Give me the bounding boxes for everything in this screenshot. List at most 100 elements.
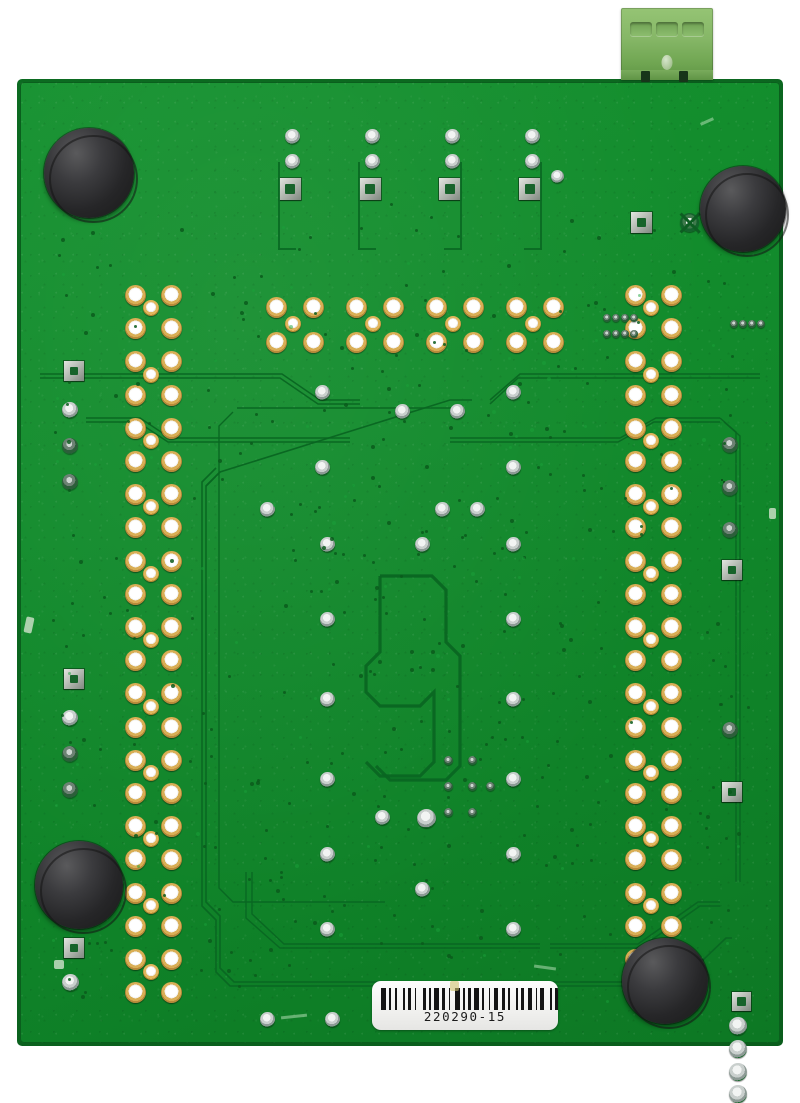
trace [460, 162, 462, 250]
test-point [530, 428, 534, 432]
through-hole-pad [161, 384, 182, 406]
test-point [145, 464, 148, 467]
test-point [318, 506, 321, 509]
test-point [133, 637, 136, 640]
trace [278, 162, 280, 250]
test-point [299, 503, 302, 506]
test-point [324, 333, 327, 336]
test-point [603, 308, 606, 311]
photo-scene: 220290-15 [0, 0, 800, 1069]
through-hole-pad [661, 849, 682, 871]
test-point [425, 530, 428, 533]
test-point [314, 510, 317, 513]
through-hole-pad [661, 318, 682, 340]
through-hole-pad [266, 297, 287, 318]
through-hole-pad [625, 849, 646, 871]
test-point [522, 557, 525, 560]
test-point [395, 354, 398, 357]
test-point [410, 668, 414, 672]
test-point [69, 741, 72, 744]
test-point [542, 361, 546, 365]
test-point [706, 846, 709, 849]
test-point [189, 760, 192, 763]
test-point [545, 864, 548, 867]
test-point [723, 442, 726, 445]
via [415, 537, 430, 552]
through-hole-pad [625, 583, 646, 605]
test-point [282, 898, 285, 901]
test-point [630, 721, 633, 724]
test-point [378, 660, 382, 664]
test-point [385, 612, 388, 615]
test-point [314, 312, 317, 315]
test-point [252, 289, 255, 292]
test-point [369, 670, 372, 673]
test-point [729, 414, 732, 417]
via [435, 502, 450, 517]
micro-via [612, 314, 620, 322]
test-point [250, 442, 253, 445]
test-point [413, 863, 416, 866]
through-hole-pad [161, 583, 182, 605]
test-point [374, 859, 377, 862]
through-hole-pad [426, 297, 447, 318]
through-hole-pad [661, 882, 682, 904]
through-hole-pad [661, 484, 682, 506]
test-point [508, 357, 511, 360]
through-hole-pad [661, 716, 682, 738]
test-point [96, 266, 99, 269]
test-point [589, 823, 592, 826]
test-point [94, 463, 97, 466]
test-point [154, 820, 158, 824]
via [470, 502, 485, 517]
through-hole-pad [543, 332, 564, 353]
test-point [508, 858, 512, 862]
through-hole-pad-small [143, 433, 159, 449]
solder-filled-via [729, 1085, 747, 1103]
test-point [79, 560, 83, 564]
via [506, 772, 521, 787]
through-hole-pad [161, 417, 182, 439]
test-point [332, 521, 336, 525]
test-point [96, 942, 99, 945]
test-point [163, 894, 166, 897]
through-hole-pad-small [643, 366, 659, 383]
test-point [58, 254, 61, 257]
test-point [68, 978, 71, 981]
test-point [84, 991, 87, 994]
through-hole-pad [661, 517, 682, 539]
through-hole-pad-small [643, 565, 659, 582]
test-point [380, 846, 383, 849]
test-point [393, 914, 396, 917]
through-hole-pad-small [143, 499, 159, 516]
terminal-slot-2[interactable] [656, 22, 678, 36]
test-point [549, 473, 552, 476]
test-point [210, 755, 213, 758]
fiducial-pad [64, 361, 84, 381]
test-point [313, 921, 317, 925]
through-hole-pad [125, 882, 146, 904]
through-hole-pad [125, 683, 146, 705]
via [551, 170, 564, 183]
test-point [383, 795, 386, 798]
test-point [61, 238, 65, 242]
test-point [504, 738, 507, 741]
test-point [559, 622, 562, 625]
terminal-slot-1[interactable] [630, 22, 652, 36]
test-point [518, 382, 522, 386]
barcode-bars [381, 988, 558, 1010]
through-hole-pad [125, 550, 146, 572]
test-point [214, 359, 217, 362]
terminal-slot-3[interactable] [682, 22, 704, 36]
micro-via [468, 756, 477, 765]
through-hole-pad [625, 915, 646, 937]
test-point [447, 796, 450, 799]
test-point [557, 365, 560, 368]
test-point [410, 650, 414, 654]
test-point [170, 559, 174, 563]
test-point [725, 837, 728, 840]
test-point [597, 801, 600, 804]
test-point [353, 499, 356, 502]
screw-terminal-block[interactable] [621, 8, 713, 82]
test-point [392, 727, 396, 731]
